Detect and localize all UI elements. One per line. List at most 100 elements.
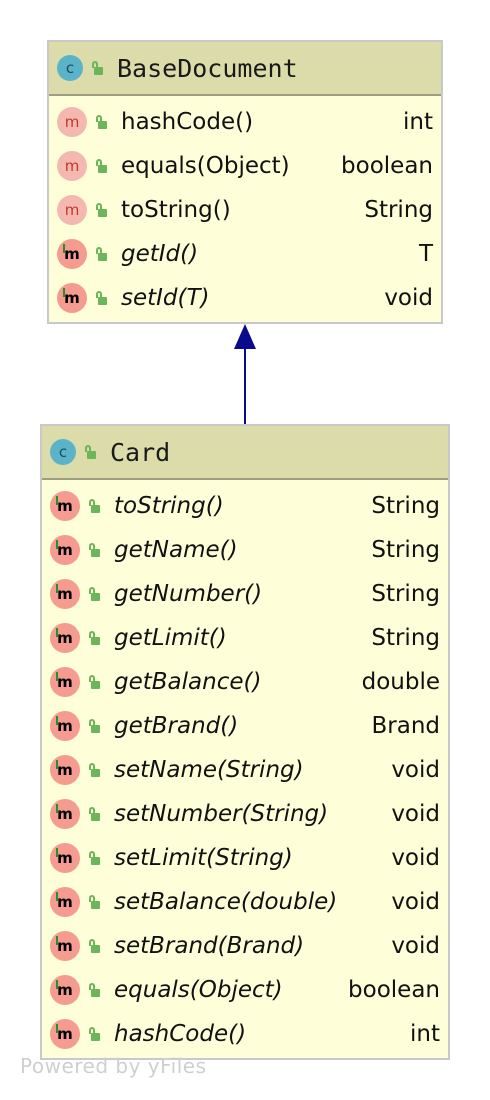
method-icon: m <box>50 579 80 609</box>
method-icon: m <box>50 1019 80 1049</box>
public-lock-icon <box>88 631 100 645</box>
member-row[interactable]: m setId(T) void <box>49 276 441 320</box>
public-lock-icon <box>91 61 103 75</box>
public-lock-icon <box>88 763 100 777</box>
method-icon: m <box>50 843 80 873</box>
member-name: equals(Object) <box>121 153 290 179</box>
member-row[interactable]: m setBalance(double) void <box>42 880 448 924</box>
member-name: setNumber(String) <box>114 801 329 827</box>
public-lock-icon <box>88 851 100 865</box>
method-icon: m <box>50 623 80 653</box>
method-icon: m <box>57 283 87 313</box>
public-lock-icon <box>95 203 107 217</box>
public-lock-icon <box>95 159 107 173</box>
member-row[interactable]: m getBrand() Brand <box>42 704 448 748</box>
member-name: setBalance(double) <box>114 889 338 915</box>
member-row[interactable]: m getBalance() double <box>42 660 448 704</box>
method-icon: m <box>50 535 80 565</box>
member-return-type: void <box>391 845 440 871</box>
member-return-type: void <box>391 889 440 915</box>
member-name: setName(String) <box>114 757 304 783</box>
class-name: BaseDocument <box>117 53 298 83</box>
member-return-type: void <box>391 801 440 827</box>
method-icon: m <box>50 711 80 741</box>
member-return-type: void <box>391 933 440 959</box>
method-icon: m <box>57 107 87 137</box>
watermark: Powered by yFiles <box>20 1054 207 1078</box>
member-name: getId() <box>121 241 199 267</box>
member-name: getLimit() <box>114 625 227 651</box>
member-row[interactable]: m getNumber() String <box>42 572 448 616</box>
member-name: getNumber() <box>114 581 263 607</box>
inheritance-arrowhead <box>234 324 256 349</box>
member-return-type: void <box>384 285 433 311</box>
member-return-type: boolean <box>341 153 433 179</box>
member-name: equals(Object) <box>114 977 283 1003</box>
member-return-type: String <box>371 493 440 519</box>
public-lock-icon <box>88 939 100 953</box>
member-return-type: String <box>364 197 433 223</box>
method-icon: m <box>50 931 80 961</box>
member-row[interactable]: m toString() String <box>49 188 441 232</box>
method-icon: m <box>50 667 80 697</box>
member-name: toString() <box>121 197 231 223</box>
public-lock-icon <box>95 291 107 305</box>
public-lock-icon <box>88 719 100 733</box>
member-row[interactable]: m equals(Object) boolean <box>42 968 448 1012</box>
member-return-type: double <box>361 669 440 695</box>
member-row[interactable]: m setBrand(Brand) void <box>42 924 448 968</box>
method-icon: m <box>57 195 87 225</box>
public-lock-icon <box>88 983 100 997</box>
member-return-type: String <box>371 537 440 563</box>
member-name: setId(T) <box>121 285 210 311</box>
member-row[interactable]: m equals(Object) boolean <box>49 144 441 188</box>
member-name: getBalance() <box>114 669 262 695</box>
class-icon: c <box>50 439 76 465</box>
public-lock-icon <box>88 543 100 557</box>
member-row[interactable]: m toString() String <box>42 484 448 528</box>
class-node-basedocument[interactable]: c BaseDocument m hashCode() int m equals(Obj… <box>47 40 443 324</box>
member-return-type: String <box>371 625 440 651</box>
public-lock-icon <box>95 247 107 261</box>
method-icon: m <box>50 887 80 917</box>
member-return-type: String <box>371 581 440 607</box>
member-return-type: boolean <box>348 977 440 1003</box>
method-icon: m <box>50 491 80 521</box>
class-header: c Card <box>42 426 448 480</box>
public-lock-icon <box>88 675 100 689</box>
method-icon: m <box>50 755 80 785</box>
member-return-type: int <box>403 109 433 135</box>
member-return-type: Brand <box>371 713 440 739</box>
member-row[interactable]: m setLimit(String) void <box>42 836 448 880</box>
member-row[interactable]: m hashCode() int <box>42 1012 448 1056</box>
public-lock-icon <box>95 115 107 129</box>
class-name: Card <box>110 437 171 467</box>
member-return-type: T <box>418 241 433 267</box>
member-name: setLimit(String) <box>114 845 293 871</box>
public-lock-icon <box>88 1027 100 1041</box>
member-row[interactable]: m getId() T <box>49 232 441 276</box>
public-lock-icon <box>88 499 100 513</box>
member-row[interactable]: m hashCode() int <box>49 100 441 144</box>
public-lock-icon <box>84 445 96 459</box>
method-icon: m <box>50 975 80 1005</box>
public-lock-icon <box>88 807 100 821</box>
member-name: setBrand(Brand) <box>114 933 305 959</box>
member-name: hashCode() <box>114 1021 247 1047</box>
member-row[interactable]: m getLimit() String <box>42 616 448 660</box>
class-icon: c <box>57 55 83 81</box>
member-name: toString() <box>114 493 224 519</box>
member-name: hashCode() <box>121 109 254 135</box>
public-lock-icon <box>88 587 100 601</box>
method-icon: m <box>57 239 87 269</box>
member-name: getBrand() <box>114 713 239 739</box>
public-lock-icon <box>88 895 100 909</box>
member-return-type: int <box>410 1021 440 1047</box>
method-icon: m <box>57 151 87 181</box>
